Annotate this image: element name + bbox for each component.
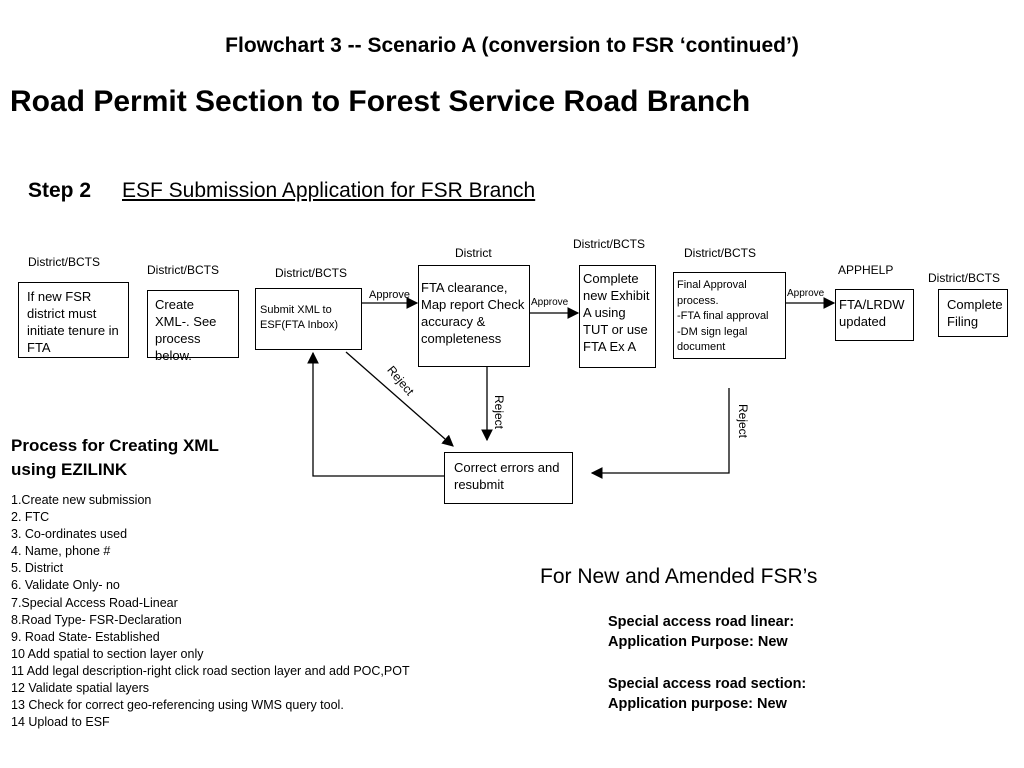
process-step: 8.Road Type- FSR-Declaration <box>11 612 182 627</box>
process-step: 7.Special Access Road-Linear <box>11 595 178 610</box>
actor-label-4: District <box>455 246 492 260</box>
actor-label-8: District/BCTS <box>928 271 1000 285</box>
notes-linear-line-2: Application Purpose: New <box>608 634 788 650</box>
process-box-final-approval: Final Approval process. -FTA final appro… <box>673 272 786 359</box>
process-box-complete-exhibit: Complete new Exhibit A using TUT or use … <box>579 265 656 368</box>
process-heading: Process for Creating XML using EZILINK <box>11 434 219 482</box>
notes-section: Special access road section: Application… <box>608 674 806 714</box>
process-heading-line-2: using EZILINK <box>11 460 128 479</box>
process-box-fta-clearance: FTA clearance, Map report Check accuracy… <box>418 265 530 367</box>
process-step: 10 Add spatial to section layer only <box>11 646 204 661</box>
process-step: 13 Check for correct geo-referencing usi… <box>11 698 344 713</box>
actor-label-6: District/BCTS <box>684 246 756 260</box>
notes-section-line-1: Special access road section: <box>608 676 807 692</box>
correction-box: Correct errors and resubmit <box>444 452 573 504</box>
actor-label-3: District/BCTS <box>275 266 347 280</box>
resubmit-arrow <box>307 351 444 477</box>
process-step: 14 Upload to ESF <box>11 715 110 730</box>
final-approval-line-2: -FTA final approval <box>677 310 769 322</box>
flowchart-title: Flowchart 3 -- Scenario A (conversion to… <box>225 34 799 57</box>
actor-label-7: APPHELP <box>838 263 894 277</box>
approve-label-1: Approve <box>369 289 410 301</box>
process-box-create-xml: Create XML-. See process below. <box>147 290 239 363</box>
process-step: 6. Validate Only- no <box>11 578 120 593</box>
final-approval-line-1: Final Approval process. <box>677 279 747 307</box>
actor-label-1: District/BCTS <box>28 255 100 269</box>
step-label: Step 2 <box>28 179 92 202</box>
process-box-submit-xml: Submit XML to ESF(FTA Inbox) <box>255 288 362 350</box>
reject-label-3: Reject <box>736 404 750 439</box>
final-approval-line-3: -DM sign legal document <box>677 325 748 354</box>
notes-linear: Special access road linear: Application … <box>608 612 794 652</box>
process-box-fta-lrdw: FTA/LRDW updated <box>835 289 914 341</box>
process-box-initiate-tenure: If new FSR district must initiate tenure… <box>18 282 129 358</box>
process-step: 9. Road State- Established <box>11 629 160 644</box>
process-step: 11 Add legal description-right click roa… <box>11 663 410 678</box>
process-step: 2. FTC <box>11 510 50 525</box>
process-box-complete-filing: Complete Filing <box>938 289 1008 337</box>
reject-label-1: Reject <box>384 363 417 399</box>
process-step: 12 Validate spatial layers <box>11 681 150 696</box>
notes-linear-line-1: Special access road linear: <box>608 614 795 630</box>
process-step: 5. District <box>11 561 64 576</box>
notes-section-line-2: Application purpose: New <box>608 696 787 712</box>
approve-label-3: Approve <box>787 288 825 299</box>
process-heading-line-1: Process for Creating XML <box>11 436 219 455</box>
actor-label-5: District/BCTS <box>573 237 645 251</box>
process-step: 3. Co-ordinates used <box>11 527 128 542</box>
page-title: Road Permit Section to Forest Service Ro… <box>10 85 751 118</box>
step-title: ESF Submission Application for FSR Branc… <box>122 179 536 202</box>
reject-arrow-3 <box>590 388 730 479</box>
process-step: 1.Create new submission <box>11 493 152 507</box>
reject-label-2: Reject <box>492 395 506 430</box>
process-step: 4. Name, phone # <box>11 544 111 559</box>
actor-label-2: District/BCTS <box>147 263 219 277</box>
process-steps-list: 1.Create new submission 2. FTC 3. Co-ord… <box>11 492 410 731</box>
notes-heading: For New and Amended FSR’s <box>540 565 818 588</box>
approve-label-2: Approve <box>531 297 569 308</box>
